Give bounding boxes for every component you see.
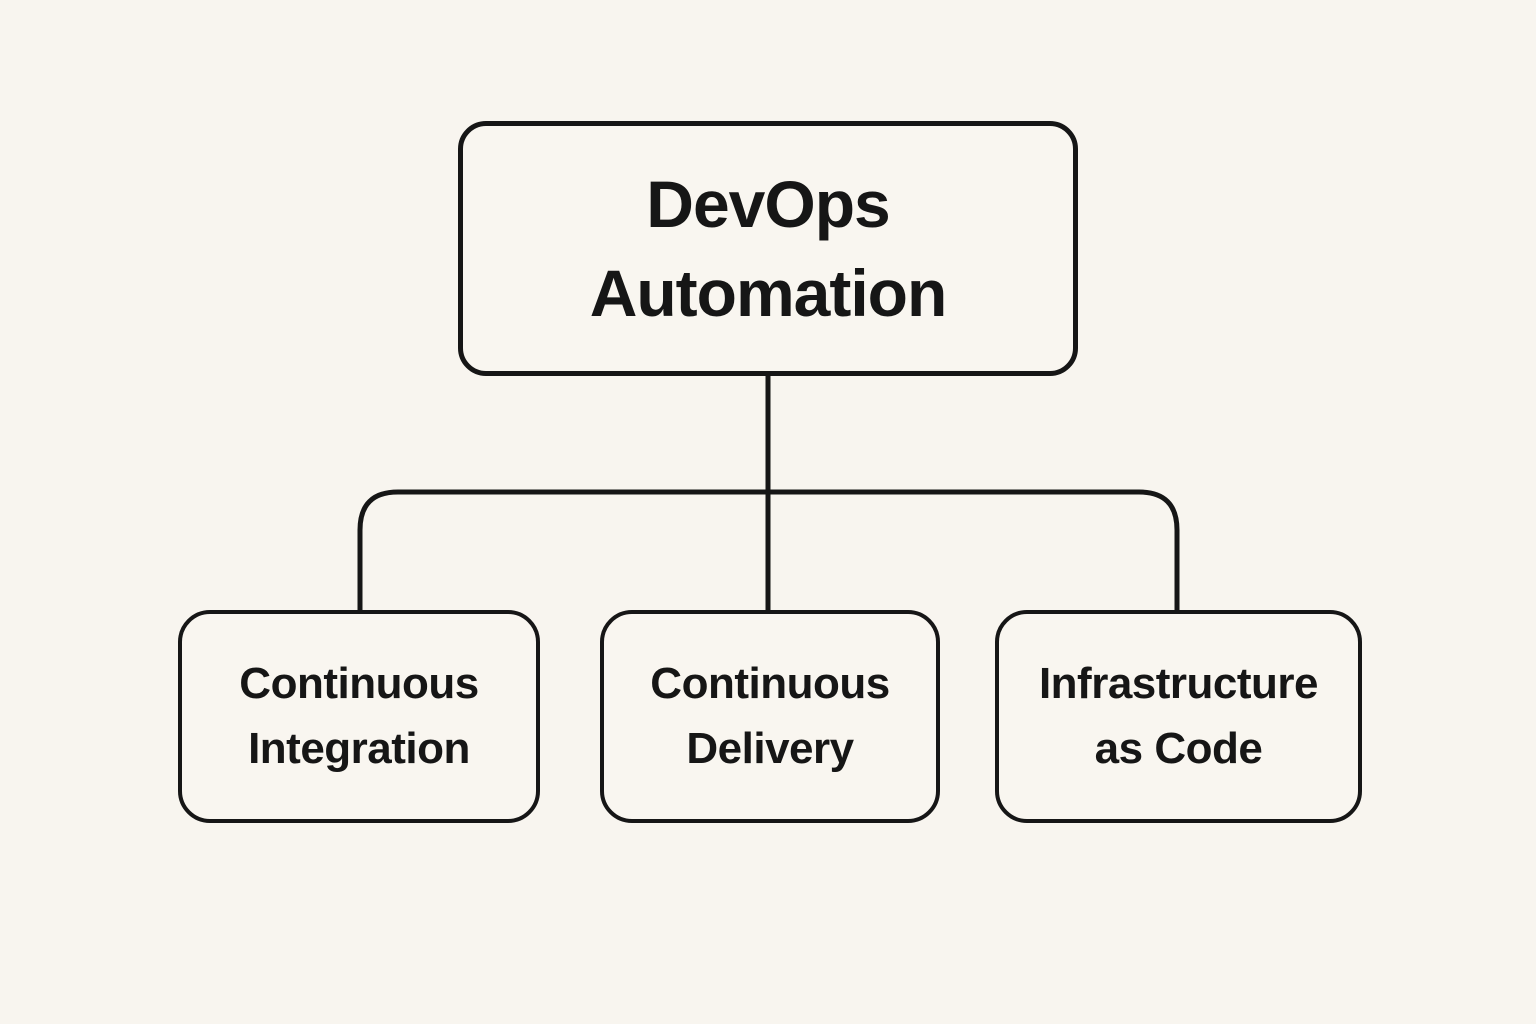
- node-continuous-delivery: Continuous Delivery: [600, 610, 940, 823]
- node-label: Continuous Delivery: [650, 658, 890, 773]
- node-continuous-integration: Continuous Integration: [178, 610, 540, 823]
- node-label: Infrastructure as Code: [1038, 658, 1319, 773]
- connector-elbow-right: [768, 489, 1180, 610]
- node-infrastructure-as-code: Infrastructure as Code: [995, 610, 1362, 823]
- node-label: Continuous Integration: [239, 658, 479, 773]
- node-label: DevOps Automation: [589, 167, 948, 330]
- connector-elbow-left: [357, 489, 768, 610]
- node-devops-automation: DevOps Automation: [458, 121, 1078, 376]
